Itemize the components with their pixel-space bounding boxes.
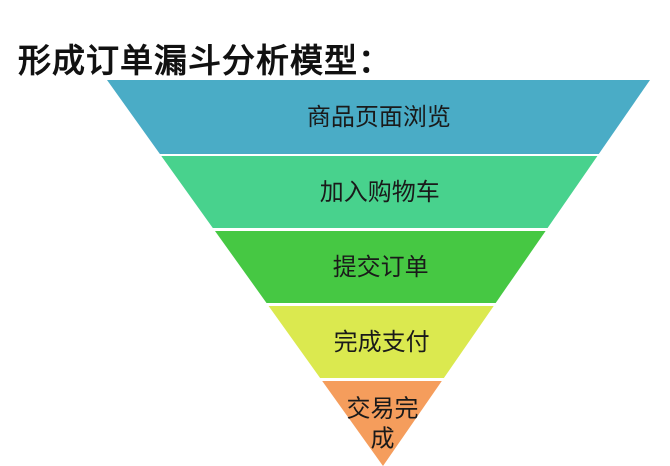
funnel-stage-3-label: 提交订单 xyxy=(333,253,429,281)
funnel-stage-5-label: 成 xyxy=(371,425,395,453)
funnel-stage-3 xyxy=(215,231,546,303)
funnel-stage-4-label: 完成支付 xyxy=(334,328,430,356)
funnel-stage-1-label: 商品页面浏览 xyxy=(307,103,451,131)
funnel-stage-2 xyxy=(161,156,598,228)
funnel-stage-5 xyxy=(322,381,442,466)
funnel-stage-5-label: 交易完 xyxy=(347,395,419,423)
funnel-stage-2-label: 加入购物车 xyxy=(320,178,440,206)
page-title: 形成订单漏斗分析模型： xyxy=(18,41,392,80)
funnel-stage-4 xyxy=(268,306,494,378)
funnel-stage-1 xyxy=(107,80,650,154)
